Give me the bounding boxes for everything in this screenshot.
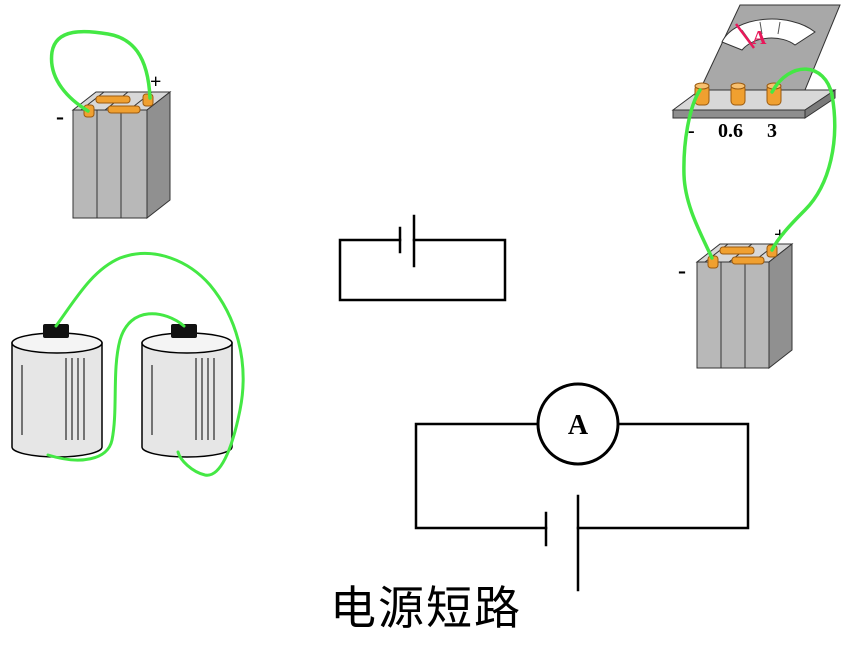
dry-cells — [11, 252, 245, 477]
terminal-label-3: 3 — [767, 120, 777, 142]
battery-circuit-symbol — [338, 214, 507, 302]
terminal-label-negative: - — [688, 120, 695, 142]
battery-pack-top-left: + - — [49, 29, 172, 220]
cell-connector — [95, 95, 131, 104]
ammeter-terminal-0-6 — [730, 82, 746, 106]
short-circuit-wire — [54, 252, 245, 477]
cell-cap — [171, 324, 197, 338]
minus-label: - — [678, 258, 686, 284]
ammeter-circuit-diagram — [414, 382, 750, 592]
ammeter-needle — [735, 23, 755, 49]
cell-connector — [731, 256, 765, 265]
plus-label: + — [774, 224, 785, 246]
ammeter-dial-symbol: A — [752, 27, 767, 49]
dry-cell-left — [11, 324, 103, 458]
wire-ammeter-3 — [770, 67, 837, 252]
ammeter-symbol-label: A — [568, 410, 589, 441]
ammeter-dial — [721, 18, 816, 51]
minus-label: - — [56, 104, 64, 130]
ammeter-symbol — [536, 382, 620, 466]
terminal-label-0-6: 0.6 — [718, 120, 743, 142]
series-wire — [46, 312, 186, 462]
plus-label: + — [150, 71, 161, 93]
short-circuit-wire — [49, 29, 152, 113]
wire-ammeter-negative — [682, 88, 714, 260]
caption: 电源短路 — [330, 581, 522, 635]
cell-connector — [719, 246, 755, 255]
cell-cap — [43, 324, 69, 338]
dry-cell-right — [141, 324, 233, 458]
battery-pack-right: + - — [678, 224, 794, 370]
cell-connector — [107, 105, 141, 114]
ammeter: A - 0.6 3 — [671, 4, 841, 142]
